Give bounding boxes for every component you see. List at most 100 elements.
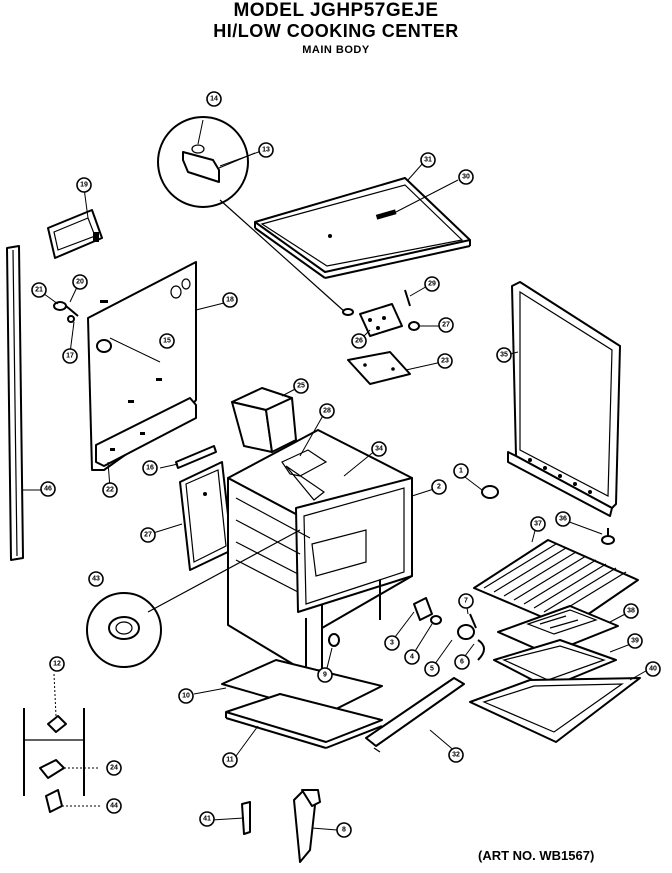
svg-text:27: 27	[144, 532, 152, 539]
callout-13: 13	[258, 142, 274, 158]
svg-text:1: 1	[459, 468, 463, 475]
callout-7: 7	[458, 593, 474, 609]
svg-text:46: 46	[44, 486, 52, 493]
svg-text:3: 3	[390, 640, 394, 647]
back-panel-18	[87, 261, 197, 471]
section-title: MAIN BODY	[302, 44, 370, 56]
callout-10: 10	[178, 688, 194, 704]
svg-text:13: 13	[262, 147, 270, 154]
svg-text:7: 7	[464, 598, 468, 605]
callout-21: 21	[31, 282, 47, 298]
callout-9: 9	[317, 667, 333, 683]
callout-11: 11	[222, 752, 238, 768]
callout-34: 34	[371, 441, 387, 457]
callout-38: 38	[623, 603, 639, 619]
svg-text:19: 19	[80, 182, 88, 189]
callout-43: 43	[88, 571, 104, 587]
callout-1: 1	[453, 463, 469, 479]
svg-text:30: 30	[462, 174, 470, 181]
svg-text:12: 12	[53, 661, 61, 668]
side-trim-strip-46	[6, 245, 24, 561]
svg-text:26: 26	[355, 338, 363, 345]
griddle-plate-38	[497, 605, 619, 655]
callout-41: 41	[199, 811, 215, 827]
callout-4: 4	[404, 649, 420, 665]
svg-text:6: 6	[460, 659, 464, 666]
callout-40: 40	[645, 661, 661, 677]
callout-12: 12	[49, 656, 65, 672]
callout-18: 18	[222, 292, 238, 308]
callout-29: 29	[424, 276, 440, 292]
callout-5: 5	[424, 661, 440, 677]
svg-text:21: 21	[35, 287, 43, 294]
oven-rack-37	[473, 528, 639, 629]
svg-text:38: 38	[627, 608, 635, 615]
svg-text:44: 44	[110, 803, 118, 810]
callout-28: 28	[319, 403, 335, 419]
svg-text:22: 22	[106, 487, 114, 494]
toe-kick-32	[365, 677, 465, 753]
svg-text:2: 2	[437, 484, 441, 491]
svg-text:17: 17	[66, 353, 74, 360]
art-number: (ART NO. WB1567)	[478, 848, 595, 863]
knob-1	[481, 485, 499, 499]
lower-plate-11	[225, 693, 383, 749]
callout-6: 6	[454, 654, 470, 670]
svg-text:36: 36	[559, 516, 567, 523]
svg-text:39: 39	[631, 638, 639, 645]
callout-35: 35	[496, 347, 512, 363]
svg-text:4: 4	[410, 654, 414, 661]
svg-text:16: 16	[146, 465, 154, 472]
callout-14: 14	[206, 91, 222, 107]
svg-text:14: 14	[210, 96, 218, 103]
callout-31: 31	[420, 152, 436, 168]
svg-text:10: 10	[182, 693, 190, 700]
svg-text:32: 32	[452, 752, 460, 759]
callout-32: 32	[448, 747, 464, 763]
product-title: HI/LOW COOKING CENTER	[213, 21, 459, 41]
callout-17: 17	[62, 348, 78, 364]
svg-text:11: 11	[226, 757, 234, 764]
callout-44: 44	[106, 798, 122, 814]
svg-text:35: 35	[500, 352, 508, 359]
svg-text:27: 27	[442, 322, 450, 329]
main-oven-body	[227, 429, 413, 673]
callout-markers: 14 13 31 30 19 21 20 17 15 18 22 29 27 2…	[31, 91, 661, 838]
callout-24: 24	[106, 760, 122, 776]
svg-text:5: 5	[430, 666, 434, 673]
callout-20: 20	[72, 274, 88, 290]
svg-text:25: 25	[297, 383, 305, 390]
svg-text:9: 9	[323, 672, 327, 679]
strip-16	[175, 445, 217, 469]
model-title: MODEL JGHP57GEJE	[233, 0, 439, 21]
callout-2: 2	[431, 479, 447, 495]
cooktop-panel-31	[254, 177, 471, 279]
side-frame-27	[179, 461, 233, 571]
drip-pan-39	[493, 639, 617, 689]
callout-36: 36	[555, 511, 571, 527]
bracket-column-12-24-44	[23, 673, 100, 813]
svg-text:28: 28	[323, 408, 331, 415]
callout-37: 37	[530, 516, 546, 532]
callout-16: 16	[142, 460, 158, 476]
svg-text:34: 34	[375, 446, 383, 453]
callout-22: 22	[102, 482, 118, 498]
ignition-parts-3-7	[413, 597, 485, 661]
callout-15: 15	[159, 333, 175, 349]
svg-text:18: 18	[226, 297, 234, 304]
svg-text:43: 43	[92, 576, 100, 583]
callout-26: 26	[351, 333, 367, 349]
callout-27: 27	[438, 317, 454, 333]
callout-27b: 27	[140, 527, 156, 543]
side-panel-35	[507, 281, 621, 517]
svg-text:31: 31	[424, 157, 432, 164]
callout-23: 23	[437, 353, 453, 369]
svg-text:41: 41	[203, 816, 211, 823]
svg-text:29: 29	[428, 281, 436, 288]
svg-text:15: 15	[163, 338, 171, 345]
detail-circle-13-14	[157, 116, 346, 313]
callout-3: 3	[384, 635, 400, 651]
callout-19: 19	[76, 177, 92, 193]
svg-text:24: 24	[110, 765, 118, 772]
valve-assembly-26-27-29	[342, 289, 420, 337]
